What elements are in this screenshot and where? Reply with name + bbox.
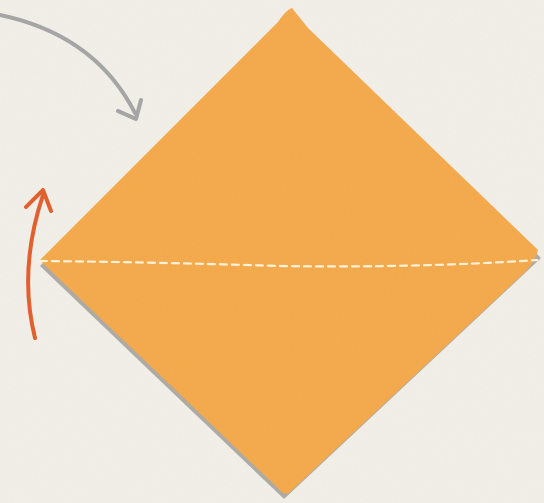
curved-orange-arrow-up-icon	[24, 188, 53, 340]
orange-square-paper-diamond-icon	[40, 8, 538, 494]
curved-gray-arrow-icon	[0, 13, 143, 121]
dashed-horizontal-fold-line-icon	[38, 258, 539, 268]
